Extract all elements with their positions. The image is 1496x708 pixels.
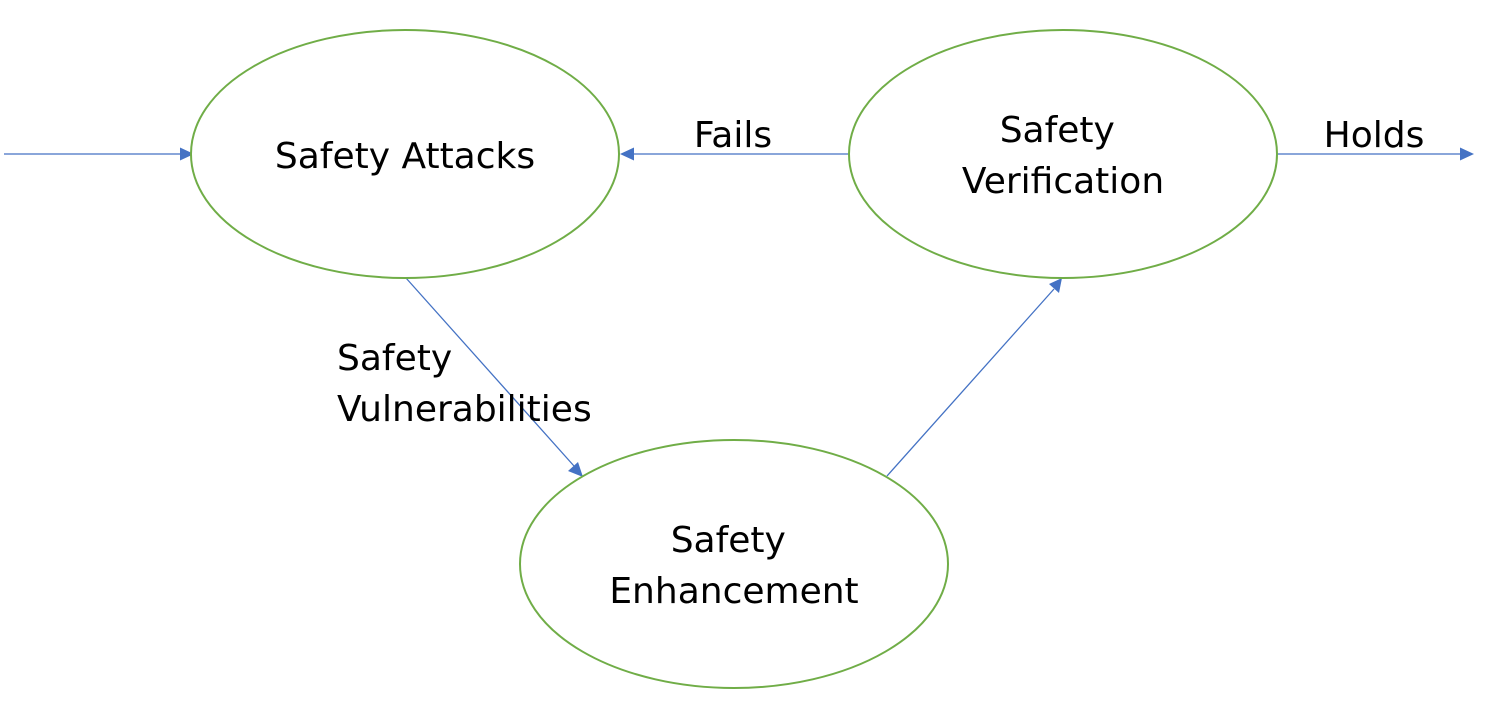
edge-holds-label: Holds bbox=[1324, 115, 1425, 156]
edge-safety-vulnerabilities-line bbox=[405, 277, 575, 467]
edge-safety-vulnerabilities-label-line-2: Vulnerabilities bbox=[337, 389, 592, 430]
node-safety-attacks-ellipse bbox=[190, 29, 620, 279]
edge-entry bbox=[4, 147, 194, 161]
edge-verify-arrowhead bbox=[1049, 278, 1062, 293]
edge-holds-arrowhead bbox=[1460, 147, 1474, 161]
node-safety-verification-ellipse bbox=[848, 29, 1278, 279]
node-safety-enhancement-label-line-1: Safety bbox=[671, 520, 786, 561]
edge-safety-vulnerabilities-label-line-1: Safety bbox=[337, 338, 452, 379]
node-safety-verification-label-line-2: Verification bbox=[962, 161, 1164, 202]
edge-holds: Holds bbox=[1278, 115, 1474, 161]
edge-entry-arrowhead bbox=[180, 147, 194, 161]
edge-fails: Fails bbox=[620, 115, 848, 161]
edge-safety-vulnerabilities-label: Safety Vulnerabilities bbox=[337, 338, 592, 430]
node-safety-enhancement-label: Safety Enhancement bbox=[609, 520, 858, 612]
node-safety-verification-label-line-1: Safety bbox=[1000, 110, 1115, 151]
edge-verify bbox=[886, 278, 1062, 477]
node-safety-enhancement-label-line-2: Enhancement bbox=[609, 571, 858, 612]
edge-holds-label-line-1: Holds bbox=[1324, 115, 1425, 156]
node-safety-attacks-label-line-1: Safety Attacks bbox=[275, 136, 535, 177]
node-safety-verification-label: Safety Verification bbox=[962, 110, 1164, 202]
edge-safety-vulnerabilities: Safety Vulnerabilities bbox=[337, 277, 592, 477]
edge-fails-arrowhead bbox=[620, 147, 634, 161]
node-safety-attacks: Safety Attacks bbox=[190, 29, 620, 279]
node-safety-enhancement: Safety Enhancement bbox=[519, 439, 949, 689]
node-safety-verification: Safety Verification bbox=[848, 29, 1278, 279]
node-safety-enhancement-ellipse bbox=[519, 439, 949, 689]
node-safety-attacks-label: Safety Attacks bbox=[275, 136, 535, 177]
edge-verify-line bbox=[886, 288, 1055, 477]
edge-fails-label: Fails bbox=[694, 115, 772, 156]
edge-fails-label-line-1: Fails bbox=[694, 115, 772, 156]
edge-safety-vulnerabilities-arrowhead bbox=[568, 462, 583, 477]
